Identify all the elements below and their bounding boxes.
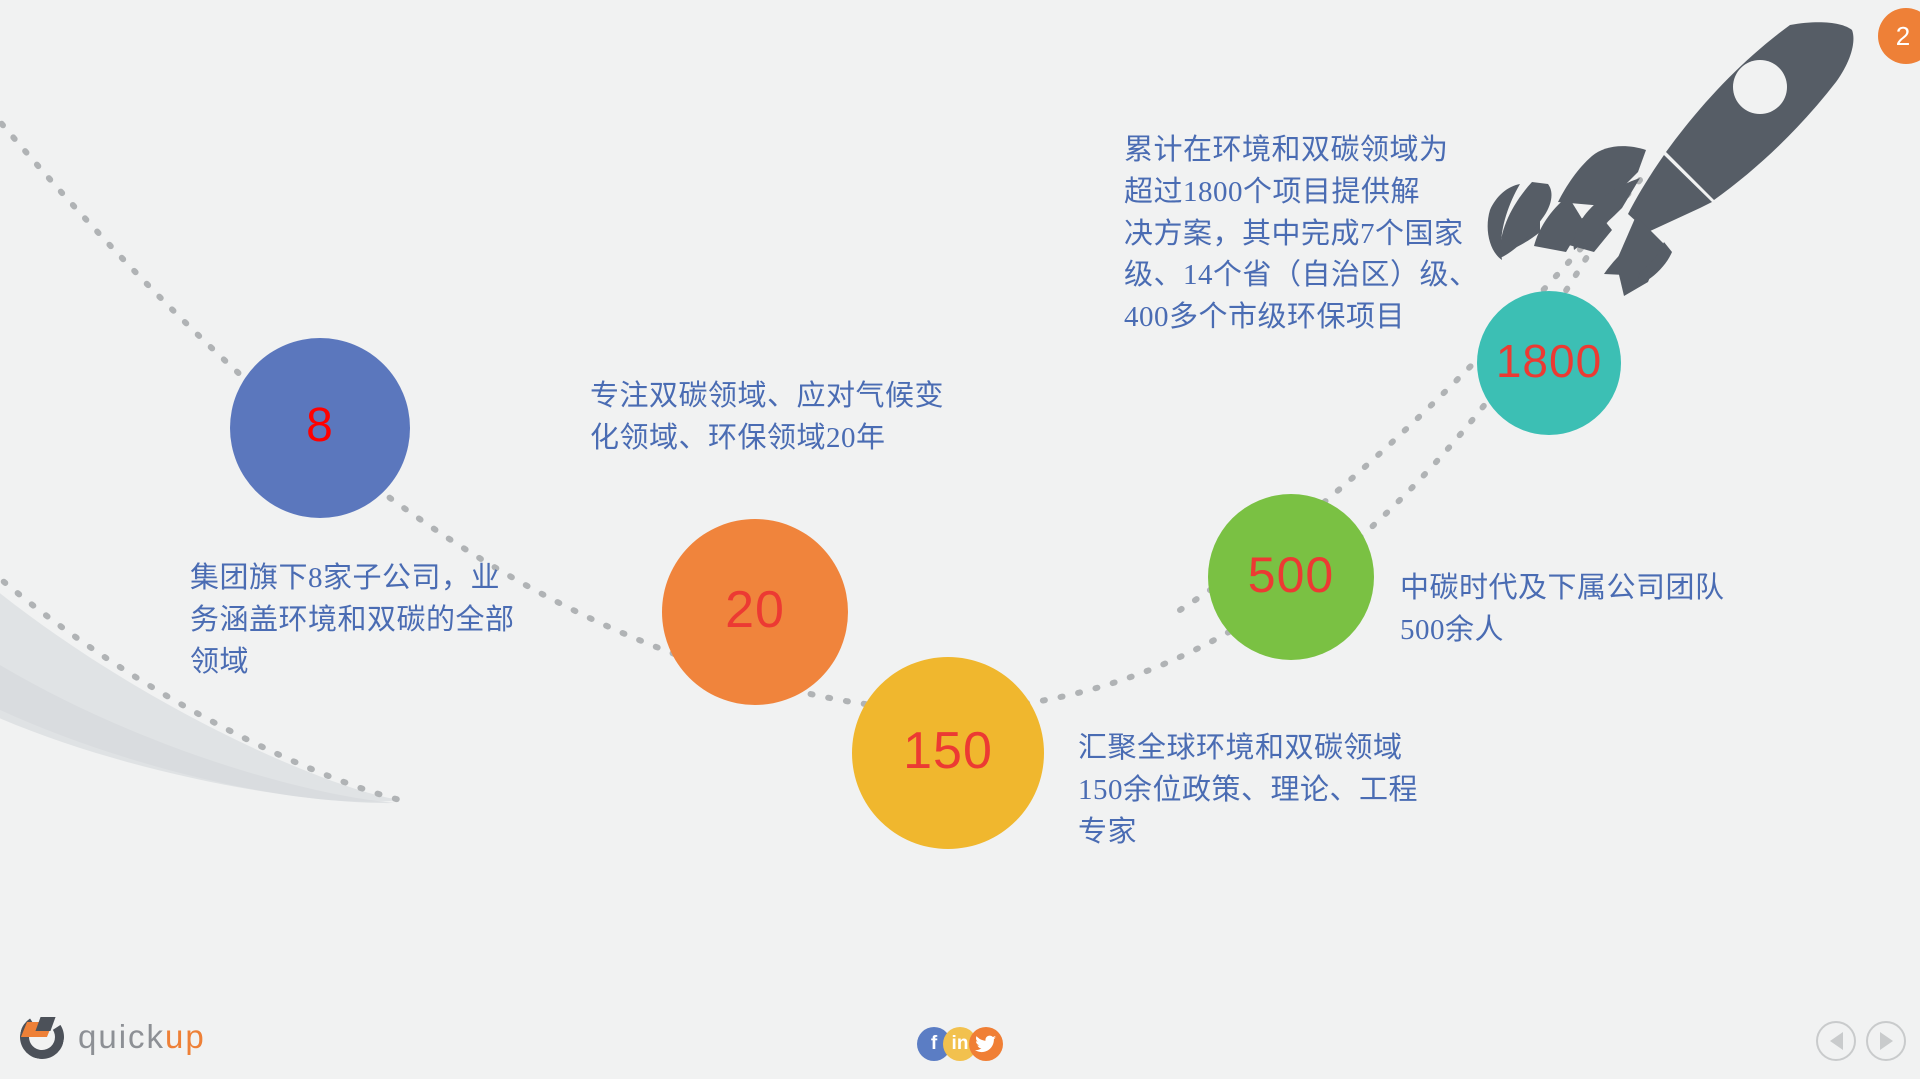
stat-bubble-20-value: 20	[725, 581, 785, 639]
stat-bubble-8-value: 8	[306, 399, 334, 452]
logo-mark-icon	[15, 1010, 69, 1064]
slide-navigation	[1816, 1021, 1906, 1061]
social-links: f in	[917, 1027, 1003, 1061]
page-number-badge: 2	[1878, 8, 1920, 64]
chevron-right-icon	[1879, 1032, 1893, 1050]
stat-bubble-500-value: 500	[1247, 547, 1335, 603]
logo-word-primary: quick	[78, 1018, 166, 1055]
previous-slide-button[interactable]	[1816, 1021, 1856, 1061]
chevron-left-icon	[1829, 1032, 1843, 1050]
caption-projects: 累计在环境和双碳领域为 超过1800个项目提供解 决方案，其中完成7个国家 级、…	[1124, 134, 1479, 333]
caption-team: 中碳时代及下属公司团队 500余人	[1400, 572, 1725, 646]
brand-logo[interactable]: quickup	[15, 1010, 206, 1064]
stat-bubble-1800-value: 1800	[1495, 335, 1603, 387]
caption-years: 专注双碳领域、应对气候变 化领域、环保领域20年	[590, 380, 945, 454]
stat-bubble-8[interactable]: 8	[230, 338, 410, 518]
twitter-bird-glyph	[975, 1035, 997, 1053]
page-number-value: 2	[1895, 20, 1911, 51]
next-slide-button[interactable]	[1866, 1021, 1906, 1061]
facebook-glyph: f	[930, 1033, 938, 1054]
logo-wordmark: quickup	[78, 1018, 206, 1056]
linkedin-glyph: in	[951, 1033, 969, 1054]
stat-bubble-20[interactable]: 20	[662, 519, 848, 705]
caption-experts: 汇聚全球环境和双碳领域 150余位政策、理论、工程 专家	[1078, 732, 1419, 848]
stat-bubble-500[interactable]: 500	[1208, 494, 1374, 660]
caption-subsidiaries: 集团旗下8家子公司，业 务涵盖环境和双碳的全部 领域	[190, 562, 515, 678]
stat-bubble-1800[interactable]: 1800	[1477, 291, 1621, 435]
logo-word-accent: up	[165, 1018, 206, 1055]
stat-bubble-150-value: 150	[903, 722, 993, 780]
stat-bubble-150[interactable]: 150	[852, 657, 1044, 849]
twitter-icon[interactable]	[969, 1027, 1003, 1061]
